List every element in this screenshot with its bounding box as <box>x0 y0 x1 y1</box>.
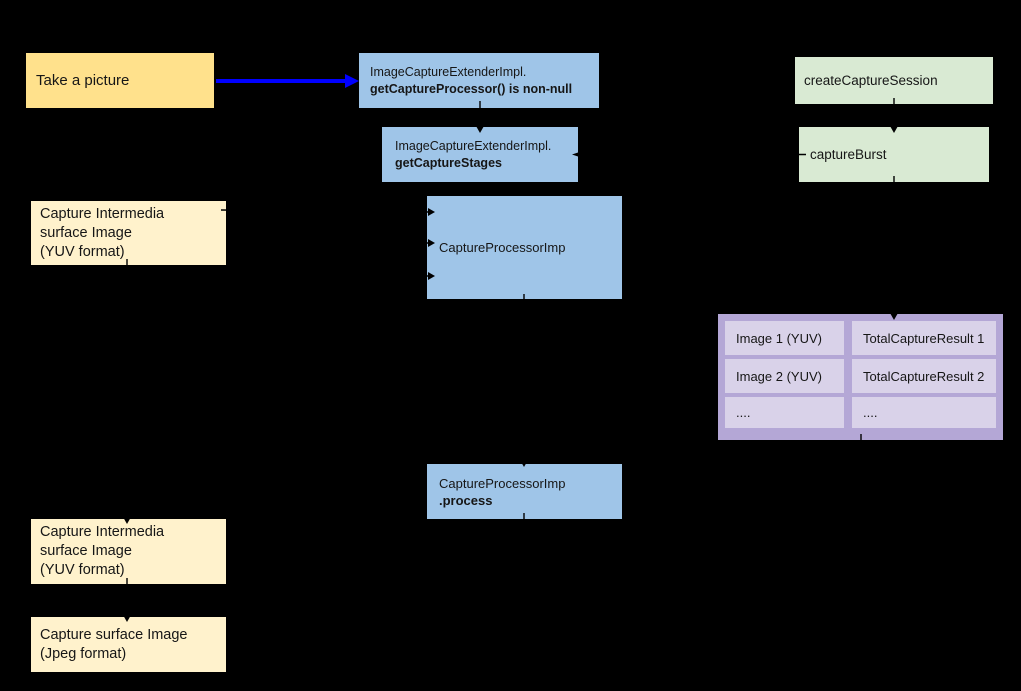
flow-arrow-icon <box>216 74 359 88</box>
capture-results-table: Image 1 (YUV) TotalCaptureResult 1 Image… <box>718 314 1003 440</box>
node-label-line3: (YUV format) <box>40 243 125 260</box>
node-label-line1: Capture Intermedia <box>40 205 165 222</box>
node-capture-intermedia-surface-1: Capture Intermedia surface Image (YUV fo… <box>31 201 226 265</box>
connector-intermedia1-to-intermedia2 <box>123 259 131 524</box>
node-label-line2: getCaptureProcessor() is non-null <box>370 81 573 96</box>
node-label-line2: surface Image <box>40 224 132 241</box>
node-capture-burst: captureBurst <box>799 127 989 182</box>
node-get-capture-processor: ImageCaptureExtenderImpl. getCaptureProc… <box>359 53 599 108</box>
node-create-capture-session: createCaptureSession <box>795 57 993 104</box>
connector-burst-to-table <box>890 176 898 320</box>
node-capture-intermedia-surface-2: Capture Intermedia surface Image (YUV fo… <box>31 519 226 584</box>
node-label: captureBurst <box>810 147 887 162</box>
node-label-line2: surface Image <box>40 543 132 559</box>
table-cell-result-more: .... <box>852 397 996 428</box>
node-label: CaptureProcessorImp <box>439 240 566 255</box>
table-cell-image-2: Image 2 (YUV) <box>725 359 844 393</box>
connector-burst-to-stages <box>572 150 806 159</box>
connector-processor-to-process <box>520 294 528 467</box>
node-label-line1: Capture surface Image <box>40 626 188 643</box>
node-label-line2: (Jpeg format) <box>40 645 127 662</box>
node-capture-surface-jpeg: Capture surface Image (Jpeg format) <box>31 617 226 672</box>
node-label-line1: Capture Intermedia <box>40 524 165 540</box>
node-get-capture-stages: ImageCaptureExtenderImpl. getCaptureStag… <box>382 127 578 182</box>
table-cell-image-more: .... <box>725 397 844 428</box>
connector-stage3-to-processor <box>370 272 435 280</box>
node-take-a-picture: Take a picture <box>26 53 214 108</box>
node-label-line2: getCaptureStages <box>395 155 502 170</box>
node-label: Take a picture <box>36 72 130 89</box>
node-label: createCaptureSession <box>804 73 938 88</box>
connector-stage2-to-processor <box>370 239 435 247</box>
node-label-line2: .process <box>439 492 493 508</box>
node-label-line1: ImageCaptureExtenderImpl. <box>395 139 552 153</box>
table-cell-result-2: TotalCaptureResult 2 <box>852 359 996 393</box>
node-label-line1: CaptureProcessorImp <box>439 475 566 491</box>
node-label-line3: (YUV format) <box>40 562 125 578</box>
node-capture-processor-imp: CaptureProcessorImp <box>427 196 622 299</box>
node-label-line1: ImageCaptureExtenderImpl. <box>370 65 527 79</box>
connector-intermedia1-to-processor <box>220 208 435 216</box>
table-cell-image-1: Image 1 (YUV) <box>725 321 844 355</box>
table-cell-result-1: TotalCaptureResult 1 <box>852 321 996 355</box>
node-capture-processor-process: CaptureProcessorImp .process <box>427 464 622 519</box>
connector-intermedia2-to-jpeg <box>123 578 131 622</box>
